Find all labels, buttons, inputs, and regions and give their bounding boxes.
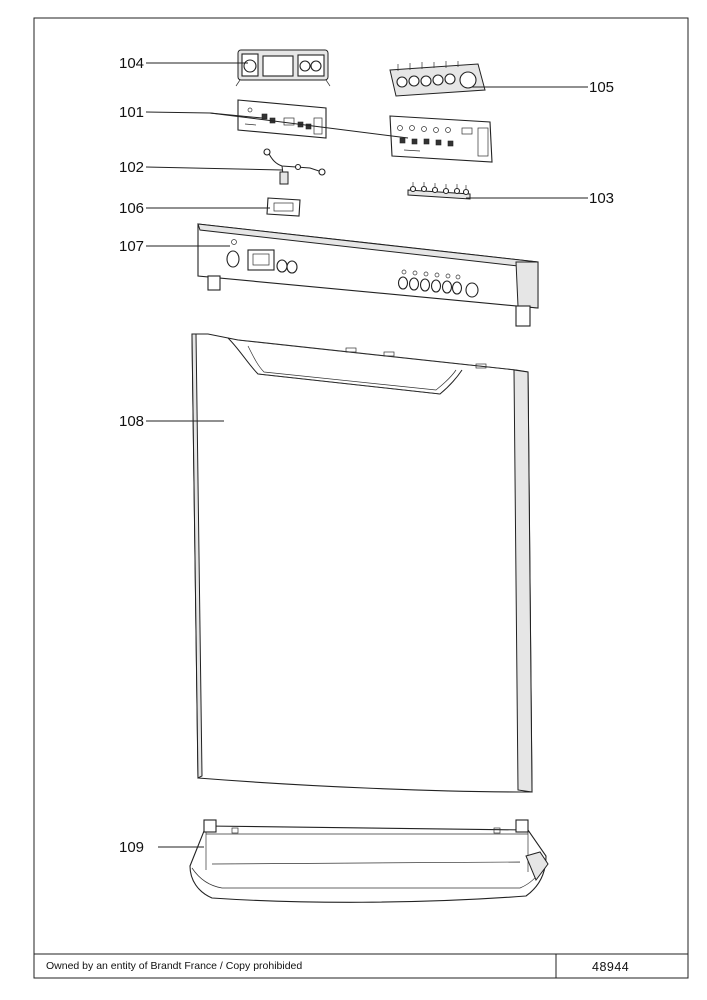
label-105: 105 bbox=[589, 79, 614, 96]
part-105-button-housing bbox=[389, 61, 486, 97]
label-101: 101 bbox=[119, 104, 144, 121]
ownership-notice: Owned by an entity of Brandt France / Co… bbox=[46, 960, 302, 972]
label-108: 108 bbox=[119, 413, 144, 430]
part-103-led-strip bbox=[407, 182, 471, 200]
label-103: 103 bbox=[589, 190, 614, 207]
label-102: 102 bbox=[119, 159, 144, 176]
label-109: 109 bbox=[119, 839, 144, 856]
part-101-right-circuit-board bbox=[389, 115, 493, 163]
part-102-wire-harness bbox=[263, 148, 326, 185]
part-104-button-housing bbox=[235, 49, 331, 87]
label-106: 106 bbox=[119, 200, 144, 217]
sheet-frame bbox=[33, 17, 689, 979]
part-106-display-window bbox=[266, 197, 301, 217]
document-number: 48944 bbox=[592, 960, 629, 974]
leader-lines bbox=[145, 62, 588, 848]
part-101-left-circuit-board bbox=[237, 99, 327, 139]
part-108-door-panel bbox=[191, 333, 533, 793]
part-107-control-panel bbox=[197, 223, 539, 327]
label-104: 104 bbox=[119, 55, 144, 72]
label-107: 107 bbox=[119, 238, 144, 255]
part-109-lower-trim bbox=[189, 819, 549, 903]
